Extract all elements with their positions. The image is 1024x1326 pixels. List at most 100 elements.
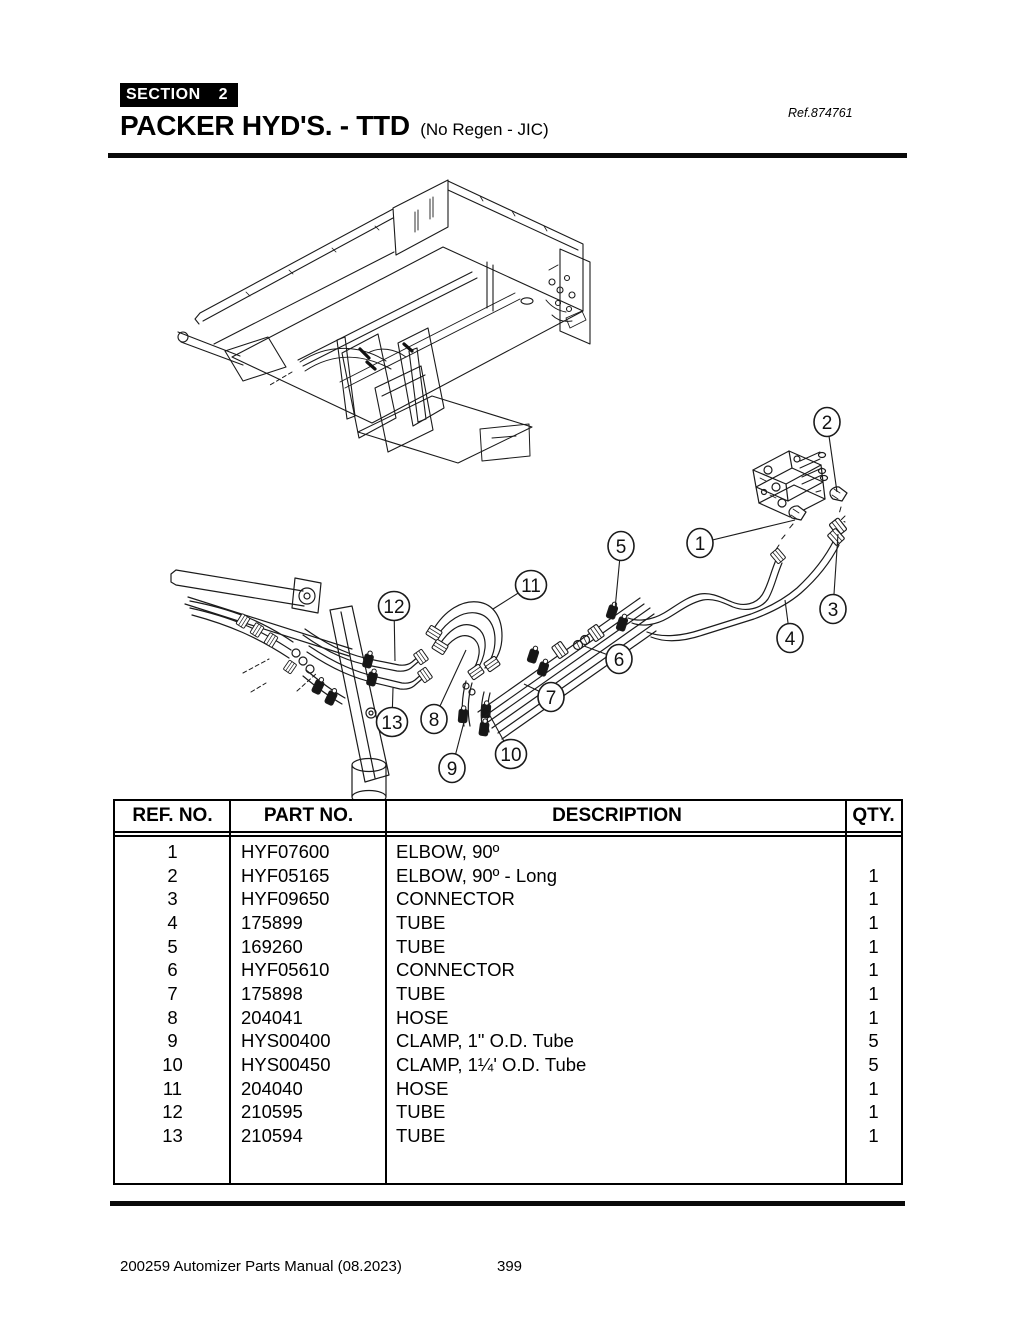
title-row: PACKER HYD'S. - TTD (No Regen - JIC) bbox=[120, 110, 549, 142]
cell-part-no: 204041 bbox=[241, 1006, 303, 1028]
column-divider bbox=[845, 801, 847, 1183]
cell-part-no: 175899 bbox=[241, 911, 303, 933]
cell-part-no: HYF07600 bbox=[241, 840, 330, 862]
reference-number: Ref.874761 bbox=[788, 106, 853, 120]
callout-4: 4 bbox=[776, 599, 804, 654]
parts-diagram-svg: 1 2 3 4 5 bbox=[170, 179, 848, 800]
callout-1-label: 1 bbox=[695, 534, 706, 555]
cell-qty: 1 bbox=[868, 1077, 879, 1099]
cell-description: TUBE bbox=[396, 1101, 446, 1123]
cell-part-no: HYF05165 bbox=[241, 864, 330, 886]
cell-part-no: HYF05610 bbox=[241, 959, 330, 981]
callout-12-label: 12 bbox=[383, 597, 404, 618]
table-row: 7 175898 TUBE 1 bbox=[115, 982, 901, 1006]
cell-part-no: 204040 bbox=[241, 1077, 303, 1099]
table-row: 1 HYF07600 ELBOW, 90º bbox=[115, 840, 901, 864]
hose-drawing bbox=[425, 601, 503, 737]
cell-description: ELBOW, 90º - Long bbox=[396, 864, 558, 886]
footer-rule bbox=[110, 1201, 905, 1206]
callout-6: 6 bbox=[583, 643, 633, 675]
cell-ref-no: 8 bbox=[167, 1006, 178, 1028]
cell-ref-no: 2 bbox=[167, 864, 178, 886]
cell-description: HOSE bbox=[396, 1006, 449, 1028]
callout-10: 10 bbox=[488, 713, 528, 770]
callout-2: 2 bbox=[813, 406, 841, 493]
cell-qty: 1 bbox=[868, 1006, 879, 1028]
cell-ref-no: 10 bbox=[162, 1054, 183, 1076]
callout-10-label: 10 bbox=[500, 745, 521, 766]
cell-part-no: HYS00450 bbox=[241, 1054, 331, 1076]
cell-description: CONNECTOR bbox=[396, 959, 515, 981]
table-row: 3 HYF09650 CONNECTOR 1 bbox=[115, 887, 901, 911]
parts-table-header: REF. NO. PART NO. DESCRIPTION QTY. bbox=[115, 801, 901, 833]
cell-qty: 5 bbox=[868, 1030, 879, 1052]
callout-7-label: 7 bbox=[546, 688, 557, 709]
callout-11: 11 bbox=[492, 569, 548, 610]
callout-3: 3 bbox=[819, 533, 847, 625]
column-divider bbox=[385, 801, 387, 1183]
cell-description: TUBE bbox=[396, 1125, 446, 1147]
cell-qty: 1 bbox=[868, 982, 879, 1004]
cell-description: TUBE bbox=[396, 982, 446, 1004]
table-row: 9 HYS00400 CLAMP, 1" O.D. Tube 5 bbox=[115, 1030, 901, 1054]
cell-ref-no: 9 bbox=[167, 1030, 178, 1052]
table-row: 2 HYF05165 ELBOW, 90º - Long 1 bbox=[115, 864, 901, 888]
table-row: 10 HYS00450 CLAMP, 1¼' O.D. Tube 5 bbox=[115, 1053, 901, 1077]
valve-drawing bbox=[627, 450, 848, 642]
cell-qty: 5 bbox=[868, 1054, 879, 1076]
callout-9-label: 9 bbox=[447, 759, 458, 780]
cell-qty: 1 bbox=[868, 888, 879, 910]
cell-ref-no: 11 bbox=[162, 1077, 183, 1099]
cell-ref-no: 1 bbox=[167, 840, 178, 862]
cell-qty: 1 bbox=[868, 959, 879, 981]
table-row: 8 204041 HOSE 1 bbox=[115, 1006, 901, 1030]
cell-part-no: HYF09650 bbox=[241, 888, 330, 910]
cell-description: TUBE bbox=[396, 935, 446, 957]
callout-13: 13 bbox=[375, 687, 409, 738]
cell-part-no: HYS00400 bbox=[241, 1030, 331, 1052]
callout-4-label: 4 bbox=[785, 629, 796, 650]
callout-6-label: 6 bbox=[614, 650, 625, 671]
table-row: 4 175899 TUBE 1 bbox=[115, 911, 901, 935]
table-row: 6 HYF05610 CONNECTOR 1 bbox=[115, 958, 901, 982]
callout-5: 5 bbox=[607, 530, 635, 610]
cell-description: ELBOW, 90º bbox=[396, 840, 500, 862]
footer-manual-title: 200259 Automizer Parts Manual (08.2023) bbox=[120, 1258, 402, 1275]
table-row: 13 210594 TUBE 1 bbox=[115, 1124, 901, 1148]
cell-description: CLAMP, 1¼' O.D. Tube bbox=[396, 1054, 587, 1076]
callout-7: 7 bbox=[523, 681, 565, 713]
cell-description: CLAMP, 1" O.D. Tube bbox=[396, 1030, 574, 1052]
page-title: PACKER HYD'S. - TTD bbox=[120, 110, 410, 141]
section-number: 2 bbox=[218, 86, 229, 103]
callouts: 1 2 3 4 5 bbox=[375, 406, 847, 784]
cell-ref-no: 13 bbox=[162, 1125, 183, 1147]
cell-ref-no: 6 bbox=[167, 959, 178, 981]
column-header-qty: QTY. bbox=[852, 805, 895, 826]
callout-1: 1 bbox=[686, 519, 796, 559]
arm-assembly-drawing bbox=[170, 569, 434, 800]
header-rule bbox=[108, 153, 907, 158]
cell-part-no: 169260 bbox=[241, 935, 303, 957]
parts-table-body: 1 HYF07600 ELBOW, 90º 2 HYF05165 ELBOW, … bbox=[115, 837, 901, 1148]
cell-part-no: 175898 bbox=[241, 982, 303, 1004]
callout-5-label: 5 bbox=[616, 537, 627, 558]
callout-13-label: 13 bbox=[381, 713, 402, 734]
cell-qty: 1 bbox=[868, 935, 879, 957]
callout-8: 8 bbox=[420, 649, 467, 735]
cell-qty: 1 bbox=[868, 1125, 879, 1147]
cell-description: CONNECTOR bbox=[396, 888, 515, 910]
table-row: 12 210595 TUBE 1 bbox=[115, 1101, 901, 1125]
cell-part-no: 210595 bbox=[241, 1101, 303, 1123]
chassis-drawing bbox=[177, 179, 591, 464]
cell-ref-no: 5 bbox=[167, 935, 178, 957]
section-word: SECTION bbox=[126, 86, 201, 103]
cell-ref-no: 3 bbox=[167, 888, 178, 910]
table-row: 11 204040 HOSE 1 bbox=[115, 1077, 901, 1101]
header-double-rule bbox=[115, 833, 901, 837]
parts-table: REF. NO. PART NO. DESCRIPTION QTY. 1 HYF… bbox=[113, 799, 903, 1185]
cell-qty: 1 bbox=[868, 1101, 879, 1123]
section-badge: SECTION 2 bbox=[120, 83, 239, 107]
column-divider bbox=[229, 801, 231, 1183]
callout-3-label: 3 bbox=[828, 600, 839, 621]
